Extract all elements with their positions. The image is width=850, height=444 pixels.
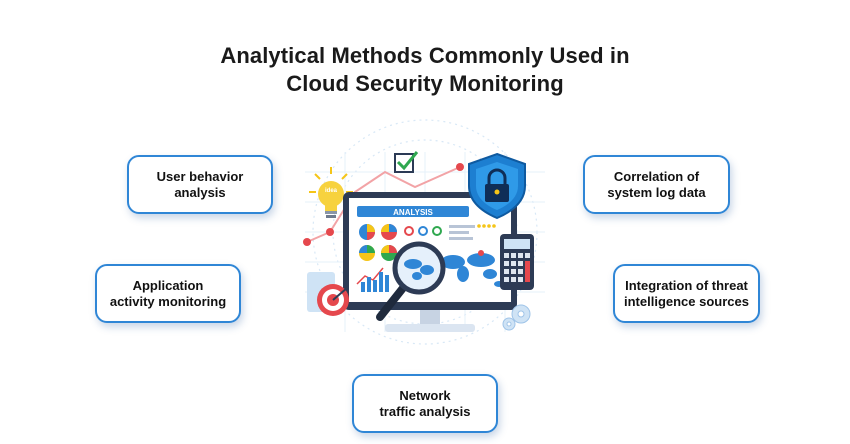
rating-lines bbox=[449, 224, 496, 240]
method-label: User behavior analysis bbox=[156, 168, 244, 200]
method-box-log-correlation: Correlation of system log data bbox=[583, 155, 730, 214]
method-box-application-activity: Application activity monitoring bbox=[95, 264, 241, 323]
method-label: Application activity monitoring bbox=[109, 277, 227, 309]
method-box-threat-intelligence: Integration of threat intelligence sourc… bbox=[613, 264, 760, 323]
analysis-banner bbox=[357, 206, 469, 217]
title-line-1: Analytical Methods Commonly Used in bbox=[220, 43, 630, 68]
map-pin-icon bbox=[404, 226, 442, 236]
trend-line bbox=[303, 163, 464, 246]
monitor-stand bbox=[385, 310, 475, 332]
magnifier-icon bbox=[376, 241, 446, 321]
method-box-network-traffic: Network traffic analysis bbox=[352, 374, 498, 433]
gears-icon bbox=[502, 304, 531, 331]
page-title: Analytical Methods Commonly Used in Clou… bbox=[0, 42, 850, 98]
method-box-user-behavior: User behavior analysis bbox=[127, 155, 273, 214]
pie-chart-icon bbox=[359, 224, 397, 261]
method-label: Network traffic analysis bbox=[379, 387, 471, 419]
checkbox-icon bbox=[394, 151, 419, 173]
security-analysis-illustration: idea ANALYSIS bbox=[303, 119, 545, 345]
bar-chart-icon bbox=[356, 267, 389, 292]
world-map-icon bbox=[441, 250, 504, 287]
analysis-banner-text: ANALYSIS bbox=[393, 208, 433, 217]
bulb-text: idea bbox=[325, 188, 338, 194]
lightbulb-icon: idea bbox=[309, 167, 353, 218]
shield-lock-icon bbox=[468, 152, 526, 220]
method-label: Correlation of system log data bbox=[607, 168, 706, 200]
calculator-icon bbox=[500, 234, 534, 290]
target-icon bbox=[307, 272, 349, 316]
title-line-2: Cloud Security Monitoring bbox=[286, 71, 564, 96]
method-label: Integration of threat intelligence sourc… bbox=[624, 277, 749, 309]
